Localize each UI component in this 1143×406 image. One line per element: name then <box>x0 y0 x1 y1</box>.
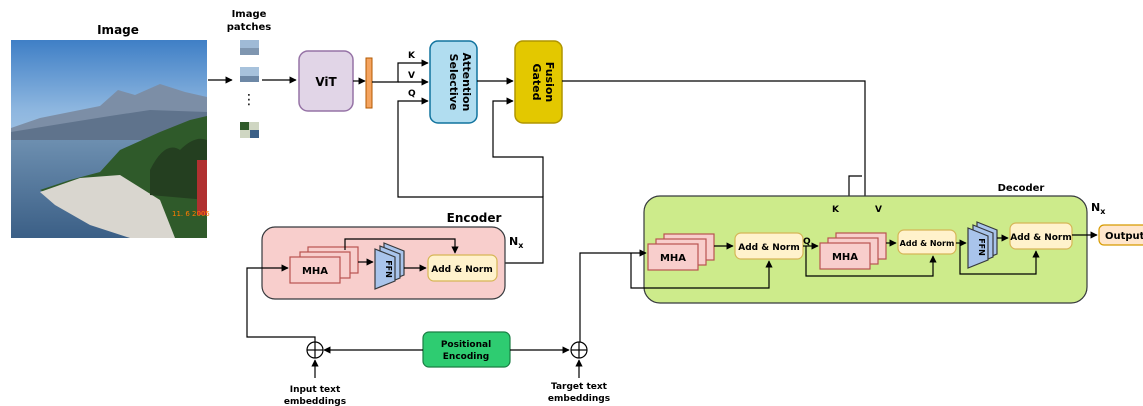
landscape-photo: 11. 6 2005 <box>11 40 210 238</box>
v-label-decoder: V <box>875 205 882 215</box>
decoder-residual-3-arrow <box>959 243 1040 275</box>
encoder-mha-stack <box>289 246 359 284</box>
q-label-decoder: Q <box>803 237 811 247</box>
decoder-title: Decoder <box>998 183 1045 194</box>
image-patches-title-line1: Image <box>232 9 267 20</box>
output-box <box>1098 224 1143 246</box>
v-label-attention: V <box>408 71 415 81</box>
decoder-mha2-label: MHA <box>832 252 858 263</box>
selective-attention-box <box>429 40 478 124</box>
k-arrow <box>372 59 429 83</box>
input-text-label-line2: embeddings <box>284 397 346 406</box>
input-to-encoder-arrow <box>246 264 316 342</box>
visual-feature-bar <box>365 57 373 109</box>
encoder-mha-label: MHA <box>302 266 328 277</box>
positional-encoding-label-line2: Encoding <box>443 352 489 362</box>
patch-ellipsis: ⋮ <box>242 92 256 108</box>
gated-fusion-box <box>514 40 563 124</box>
decoder-add-norm-3-label: Add & Norm <box>1010 233 1072 243</box>
decoder-add-norm-2-box <box>897 229 957 255</box>
decoder-residual-1-arrow <box>630 253 773 289</box>
patch-2 <box>240 67 259 82</box>
decoder-ffn-stack <box>967 221 998 269</box>
image-title: Image <box>97 23 139 37</box>
encoder-add-norm-label: Add & Norm <box>431 265 493 275</box>
output-label: Output <box>1105 231 1143 242</box>
q-label-attention: Q <box>408 89 416 99</box>
selective-attention-label-line2: Attention <box>460 53 473 112</box>
image-patches-title-line2: patches <box>227 22 272 33</box>
k-label-decoder: K <box>832 205 840 215</box>
decoder-mha2-stack <box>819 232 887 270</box>
k-label-attention: K <box>408 51 416 61</box>
decoder-residual-2-arrow <box>805 246 937 277</box>
patch-1 <box>240 40 259 55</box>
target-text-label-line1: Target text <box>551 382 608 392</box>
fusion-to-decoder-v-arrow <box>562 80 869 234</box>
decoder-nx-label: Nx <box>1091 201 1106 216</box>
decoder-mha1-stack <box>647 233 715 271</box>
patch-n <box>240 122 259 138</box>
vit-label: ViT <box>315 75 337 89</box>
encoder-ffn-stack <box>374 242 405 290</box>
gated-fusion-label-line1: Gated <box>530 63 543 100</box>
gated-fusion-label-line2: Fusion <box>543 62 556 103</box>
selective-attention-label-line1: Selective <box>447 54 460 111</box>
encoder-to-fusion-arrow <box>492 97 544 197</box>
encoder-add-norm-box <box>427 254 498 282</box>
photo-date-stamp: 11. 6 2005 <box>172 210 210 218</box>
decoder-add-norm-1-label: Add & Norm <box>738 243 800 253</box>
encoder-to-attention-q-arrow <box>397 97 544 264</box>
decoder-ffn-label: FFN <box>977 238 986 256</box>
decoder-add-norm-2-label: Add & Norm <box>900 239 955 248</box>
encoder-nx-label: Nx <box>509 235 524 250</box>
input-text-label-line1: Input text <box>290 385 341 395</box>
encoder-ffn-label: FFN <box>384 260 393 278</box>
target-to-decoder-arrow <box>579 249 647 348</box>
target-text-label-line2: embeddings <box>548 394 610 404</box>
decoder-add-norm-3-box <box>1009 222 1073 250</box>
input-sum-node <box>306 341 324 359</box>
encoder-title: Encoder <box>447 211 502 225</box>
target-sum-node <box>570 341 588 359</box>
positional-encoding-label-line1: Positional <box>441 340 491 350</box>
decoder-mha1-label: MHA <box>660 253 686 264</box>
encoder-residual-arrow <box>344 238 459 254</box>
